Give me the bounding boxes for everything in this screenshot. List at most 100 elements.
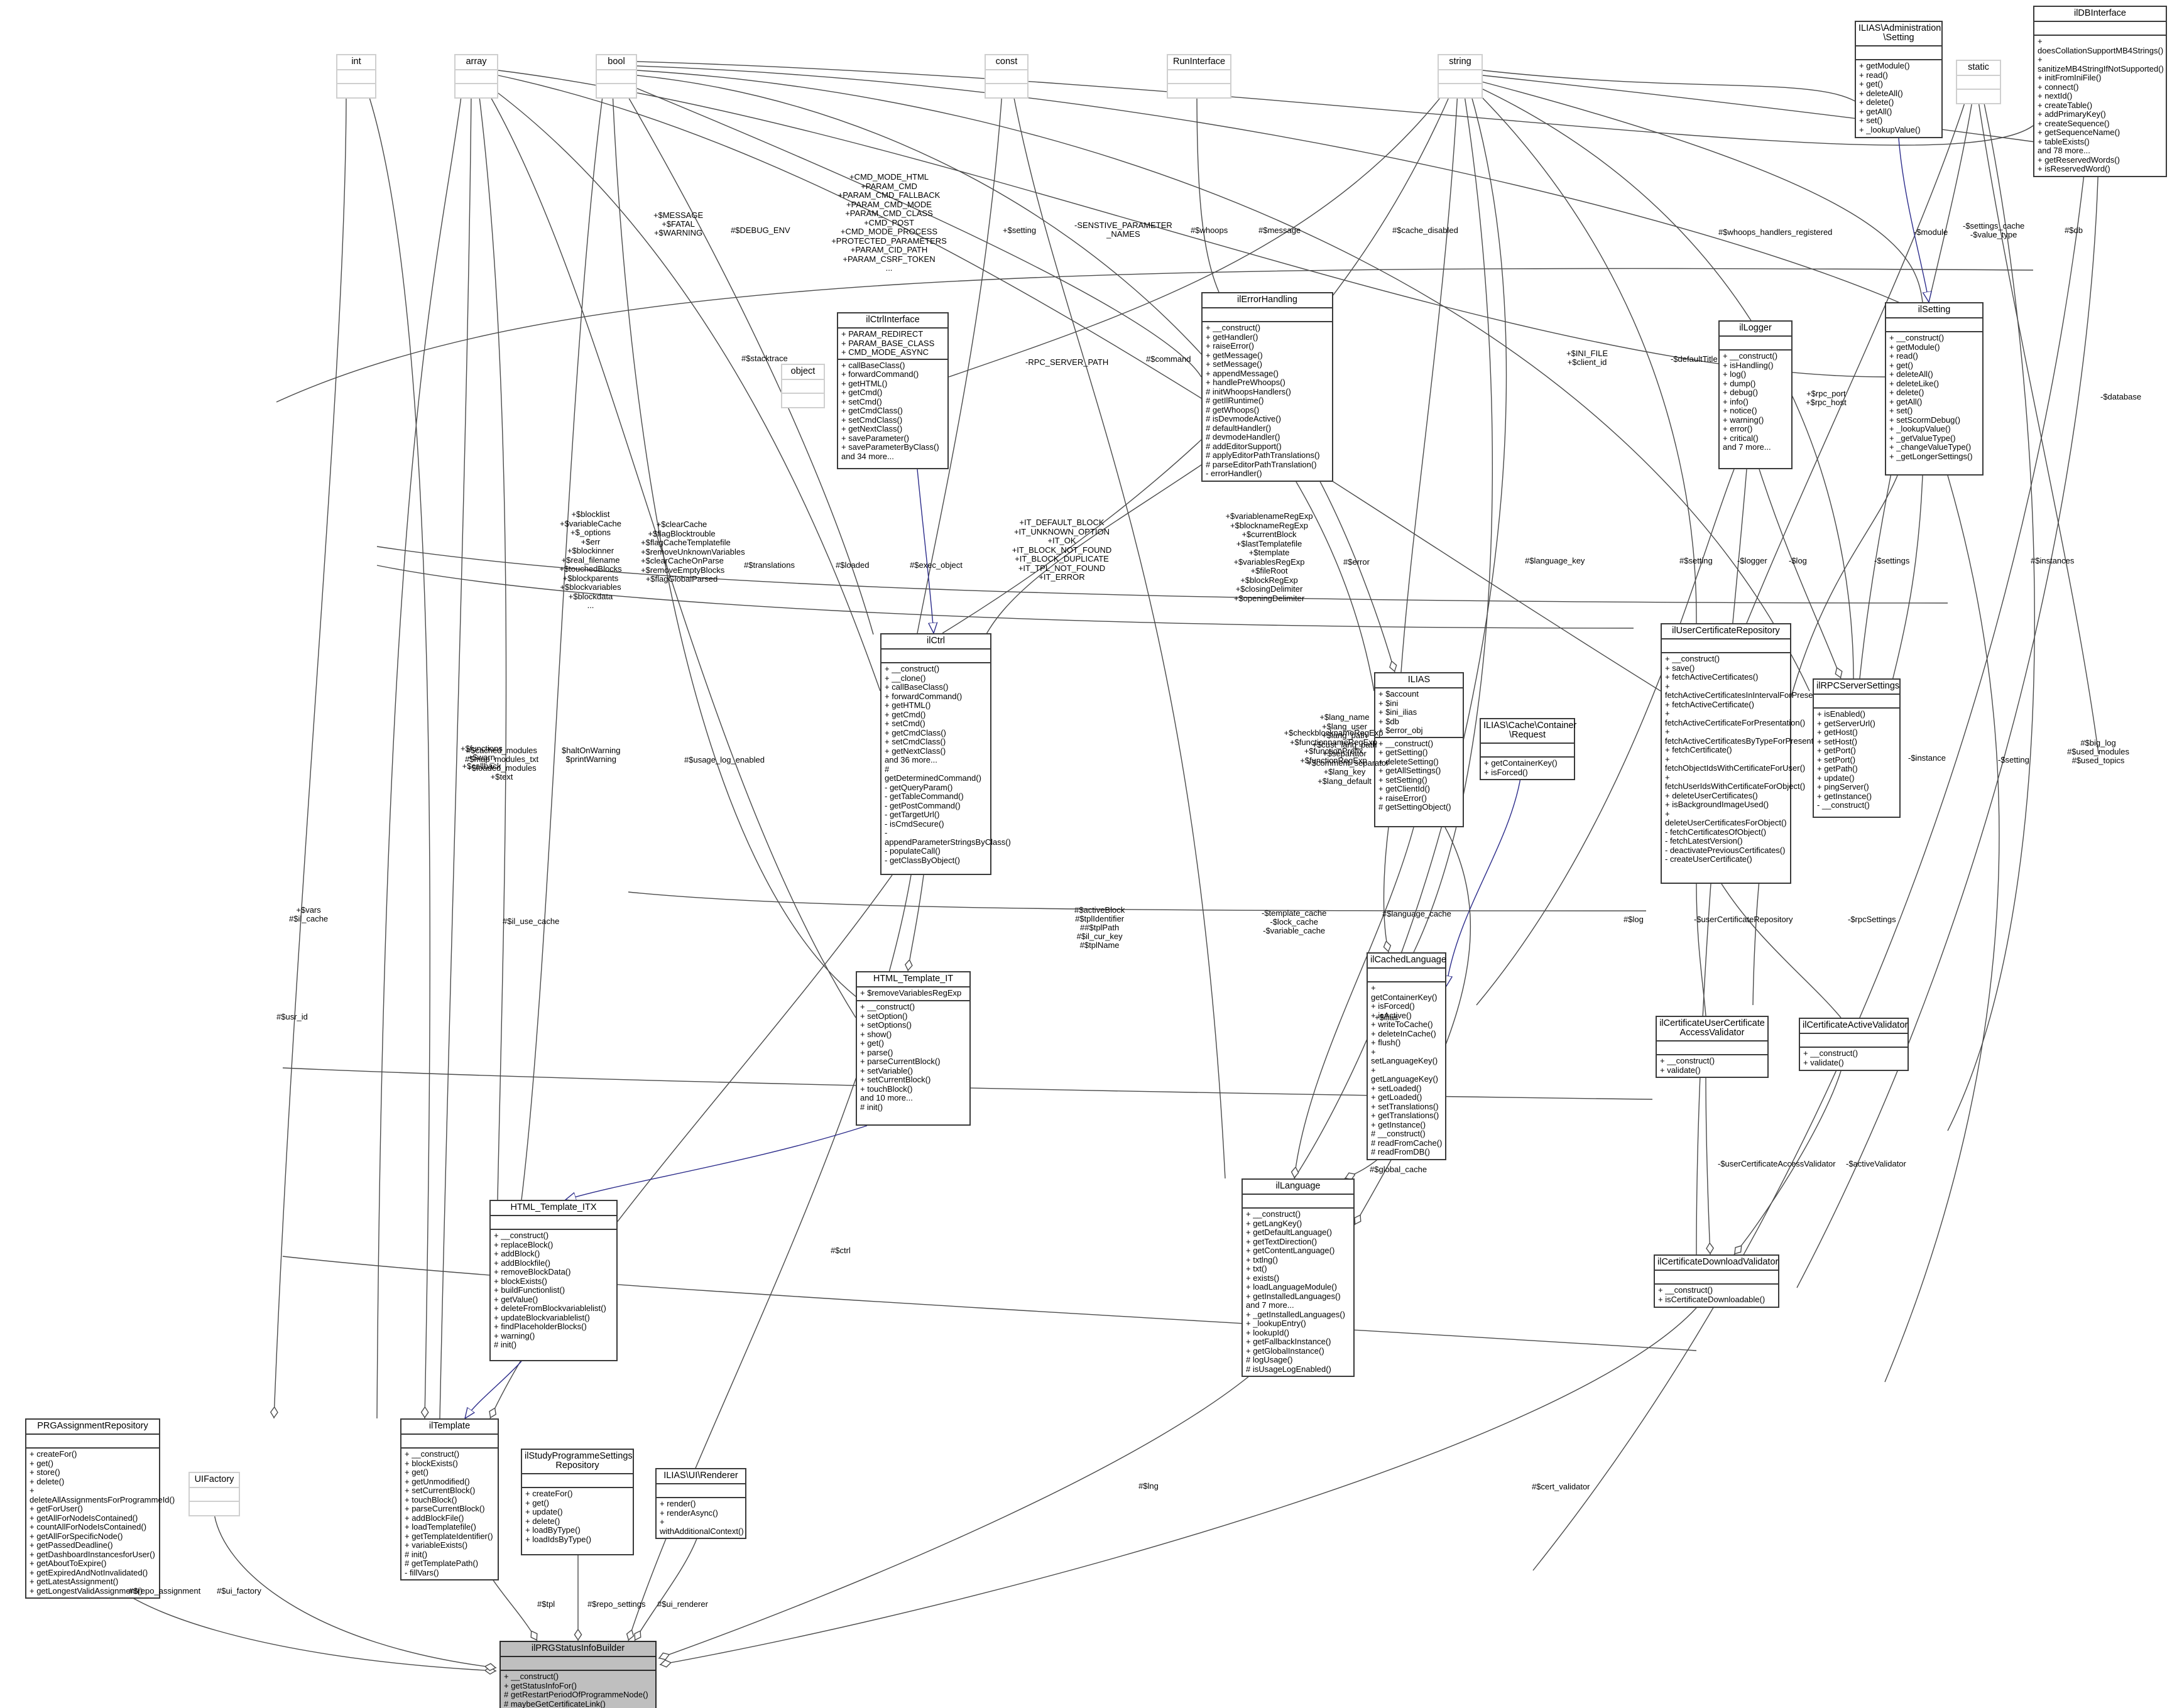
class-node-operations: + __construct()+ validate(): [1803, 1048, 1858, 1067]
class-node-ilCertificateDownloadValidator[interactable]: ilCertificateDownloadValidator+ __constr…: [1654, 1254, 1779, 1308]
class-node-operations: + getModule()+ read()+ get()+ deleteAll(…: [1859, 61, 1921, 134]
class-node-title: ilCtrlInterface: [838, 313, 947, 329]
class-node-RunInterface[interactable]: RunInterface: [1167, 54, 1231, 99]
class-node-title: ilCertificateActiveValidator: [1800, 1019, 1907, 1034]
class-node-ILIAS_Cache_ContainerRequest[interactable]: ILIAS\Cache\Container\Request+ getContai…: [1480, 718, 1576, 780]
class-node-attributes: [1957, 76, 2000, 90]
annotation-ilctrl-vars: +$checkblocknameRegExp+$functionnameRegE…: [1284, 728, 1383, 765]
edge-label-sdb: #$db: [2065, 226, 2083, 235]
class-node-attributes: [986, 70, 1027, 84]
class-node-HTML_Template_ITX[interactable]: HTML_Template_ITX+ __construct()+ replac…: [489, 1200, 618, 1361]
edge-label-default-title: -$defaultTitle: [1671, 354, 1718, 364]
class-node-title: object: [782, 365, 824, 380]
class-node-ilCtrlInterface[interactable]: ilCtrlInterface+ PARAM_REDIRECT+ PARAM_B…: [837, 312, 949, 469]
class-node-title: ilCachedLanguage: [1368, 954, 1446, 969]
edge-label-setting3: -$setting: [1998, 755, 2029, 764]
edge-label-ctrl-ref: #$ctrl: [831, 1246, 851, 1255]
class-node-operations: + render()+ renderAsync()+ withAdditiona…: [660, 1499, 744, 1536]
class-node-attributes: [1657, 1042, 1767, 1055]
class-node-operations: + __construct()+ save()+ fetchActiveCert…: [1665, 654, 1843, 864]
edge-label-repo-settings: #$repo_settings: [587, 1599, 646, 1609]
class-node-ilPRGStatusInfoBuilder[interactable]: ilPRGStatusInfoBuilder+ __construct()+ g…: [499, 1641, 657, 1708]
class-node-bool[interactable]: bool: [596, 54, 637, 99]
class-node-title: HTML_Template_ITX: [491, 1201, 616, 1216]
class-node-title: RunInterface: [1168, 55, 1230, 70]
edge-label-whoops-handlers-registered: #$whoops_handlers_registered: [1718, 227, 1833, 237]
edge-label-usr-id: #$usr_id: [276, 1012, 308, 1021]
class-node-const[interactable]: const: [985, 54, 1029, 99]
edge-label-ilias-ref: +$ilias: [1375, 1013, 1399, 1022]
class-node-attributes: [501, 1657, 655, 1671]
edge-label-exec-object: #$exec_object: [910, 560, 963, 570]
edge-label-log2: #$log: [1624, 915, 1644, 924]
edge-label-setting2: #$setting: [1679, 556, 1713, 565]
class-node-ILIAS_UI_Renderer[interactable]: ILIAS\UI\Renderer+ render()+ renderAsync…: [655, 1468, 746, 1539]
class-node-title: static: [1957, 61, 2000, 76]
class-node-attributes: [1203, 308, 1332, 322]
edge-label-cert-validator: #$cert_validator: [1532, 1482, 1590, 1491]
edge-label-language-cache: #$language_cache: [1382, 909, 1451, 918]
class-node-attributes: [2034, 22, 2166, 36]
class-node-operations: + __construct()+ validate(): [1660, 1056, 1715, 1075]
class-node-ILIAS_Administration_Setting[interactable]: ILIAS\Administration\Setting + getModule(…: [1855, 21, 1943, 138]
class-node-title: ilUserCertificateRepository: [1662, 624, 1790, 639]
class-node-object[interactable]: object: [781, 364, 825, 408]
edge-label-whoops: #$whoops: [1191, 226, 1228, 235]
class-node-attributes: [522, 1474, 633, 1488]
edge-label-template-cache: -$template_cache-$lock_cache-$variable_c…: [1262, 908, 1327, 935]
edge-label-rpc-settings: -$rpcSettings: [1848, 915, 1896, 924]
class-node-operations: + __construct()+ getLangKey()+ getDefaul…: [1246, 1209, 1345, 1374]
class-node-PRGAssignmentRepository[interactable]: PRGAssignmentRepository+ createFor()+ ge…: [25, 1418, 175, 1599]
class-node-title: string: [1439, 55, 1482, 70]
class-node-ilTemplate[interactable]: ilTemplate+ __construct()+ blockExists()…: [400, 1418, 499, 1580]
edge-label-error: #$error: [1343, 557, 1370, 567]
class-node-ilUserCertificateRepository[interactable]: ilUserCertificateRepository + __construct…: [1661, 623, 1843, 884]
class-node-ilLogger[interactable]: ilLogger+ __construct()+ isHandling()+ l…: [1718, 320, 1793, 469]
edge-label-module: -$module: [1914, 227, 1948, 237]
class-node-int[interactable]: int: [336, 54, 376, 99]
class-node-ilDBInterface[interactable]: ilDBInterface+ doesCollationSupportMB4St…: [2033, 6, 2167, 177]
class-node-attributes: [491, 1216, 616, 1230]
class-node-operations: + isEnabled()+ getServerUrl()+ getHost()…: [1817, 709, 1875, 810]
class-node-attributes: [1800, 1034, 1907, 1048]
edge-label-user-certificate-repository: -$userCertificateRepository: [1694, 915, 1793, 924]
class-node-ilCtrl[interactable]: ilCtrl + __construct()+ __clone()+ callBa…: [880, 633, 1011, 875]
class-node-attributes: + PARAM_REDIRECT+ PARAM_BASE_CLASS+ CMD_…: [838, 329, 947, 360]
class-node-array[interactable]: array: [454, 54, 498, 99]
class-node-ilSetting[interactable]: ilSetting+ __construct()+ getModule()+ r…: [1885, 302, 1984, 476]
class-node-HTML_Template_IT[interactable]: HTML_Template_IT+ $removeVariablesRegExp…: [856, 971, 971, 1126]
edge-label-tpl-ref: #$tpl: [537, 1599, 555, 1609]
class-node-title: ILIAS: [1375, 673, 1463, 688]
class-node-ilCertificateActiveValidator[interactable]: ilCertificateActiveValidator + __construc…: [1799, 1018, 1909, 1071]
class-node-operations: + doesCollationSupportMB4Strings()+ sani…: [2038, 36, 2164, 173]
class-node-operations: + __construct()+ getStatusInfoFor()# get…: [504, 1672, 648, 1708]
edge-label-command: #$command: [1146, 354, 1191, 364]
edge-label-repo-assignment: #$repo_assignment: [129, 1586, 201, 1596]
class-node-ILIAS[interactable]: ILIAS+ $account+ $ini+ $ini_ilias+ $db+ …: [1374, 672, 1464, 827]
edge-label-instance: -$instance: [1908, 753, 1946, 763]
class-node-title: UIFactory: [190, 1473, 239, 1488]
class-node-operations: + __construct()+ __clone()+ callBaseClas…: [885, 664, 1011, 865]
class-node-ilRPCServerSettings[interactable]: ilRPCServerSettings+ isEnabled()+ getSer…: [1813, 678, 1901, 818]
edge-label-ui-factory: #$ui_factory: [217, 1586, 261, 1596]
class-node-title: ILIAS\Administration\Setting: [1856, 22, 1941, 46]
class-node-static[interactable]: static: [1956, 60, 2001, 104]
class-node-operations: [986, 84, 1027, 97]
class-node-UIFactory[interactable]: UIFactory: [188, 1472, 240, 1516]
class-node-title: const: [986, 55, 1027, 70]
class-node-operations: [190, 1502, 239, 1515]
class-node-ilErrorHandling[interactable]: ilErrorHandling+ __construct()+ getHandl…: [1201, 292, 1333, 482]
class-node-attributes: [1655, 1271, 1778, 1285]
class-node-title: ILIAS\Cache\Container\Request: [1481, 719, 1576, 744]
class-node-ilCachedLanguage[interactable]: ilCachedLanguage+ getContainerKey()+ isF…: [1367, 952, 1446, 1160]
class-node-ilLanguage[interactable]: ilLanguage+ __construct()+ getLangKey()+…: [1242, 1178, 1355, 1377]
class-node-title: bool: [597, 55, 636, 70]
edge-label-language-key: #$language_key: [1525, 556, 1585, 565]
class-node-string[interactable]: string: [1438, 54, 1483, 99]
class-node-operations: + __construct()+ getSetting()+ deleteSet…: [1378, 738, 1451, 812]
class-node-title: ilCtrl: [881, 634, 990, 650]
